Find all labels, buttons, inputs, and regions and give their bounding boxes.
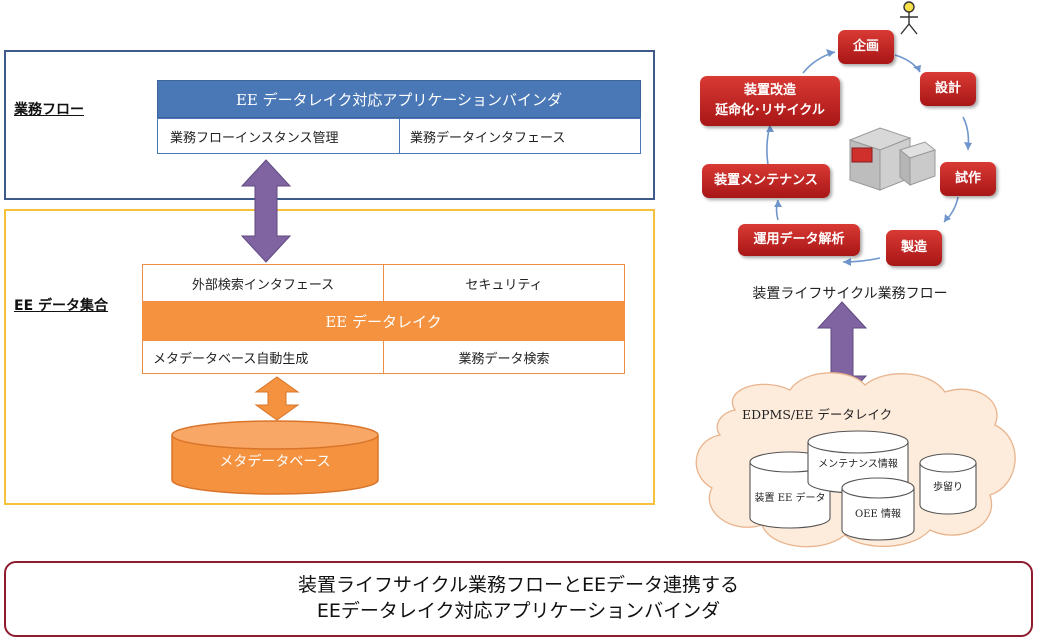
lake-metadb-double-arrow bbox=[254, 376, 300, 421]
yield-label: 歩留り bbox=[933, 482, 963, 493]
binder-cell-business-data-interface: 業務データインタフェース bbox=[399, 118, 641, 154]
cloud-title: EDPMS/EE データレイク bbox=[742, 407, 893, 422]
maintenance-info-label: メンテナンス情報 bbox=[818, 459, 898, 470]
footer-line-2: EEデータレイク対応アプリケーションバインダ bbox=[316, 600, 721, 622]
user-icon bbox=[900, 1, 918, 35]
binder-cell-instance-management: 業務フローインスタンス管理 bbox=[157, 118, 400, 154]
cylinder-yield bbox=[919, 453, 977, 515]
ee-data-collection-frame bbox=[4, 209, 655, 505]
oee-info-label: OEE 情報 bbox=[855, 509, 901, 520]
lifecycle-flow-caption: 装置ライフサイクル業務フロー bbox=[752, 286, 948, 302]
renovation-line1: 装置改造 bbox=[743, 82, 796, 98]
footer-caption-box: 装置ライフサイクル業務フローとEEデータ連携する EEデータレイク対応アプリケー… bbox=[4, 561, 1033, 637]
footer-line-1: 装置ライフサイクル業務フローとEEデータ連携する bbox=[297, 574, 740, 597]
flow-node-plan: 企画 bbox=[838, 30, 894, 64]
lake-cell-metadb-autogen: メタデータベース自動生成 bbox=[142, 340, 384, 374]
equipment-icon bbox=[848, 127, 937, 191]
flow-node-prototype: 試作 bbox=[940, 162, 996, 196]
ee-data-collection-label: EE データ集合 bbox=[14, 298, 109, 314]
business-flow-label: 業務フロー bbox=[14, 102, 84, 118]
metadb-cylinder bbox=[171, 420, 379, 495]
flow-node-renovation: 装置改造 延命化･リサイクル bbox=[700, 76, 840, 126]
device-ee-data-label: 装置 EE データ bbox=[754, 493, 826, 504]
lake-cell-external-search: 外部検索インタフェース bbox=[142, 264, 384, 302]
renovation-line2: 延命化･リサイクル bbox=[715, 103, 825, 118]
flow-node-manufacture: 製造 bbox=[886, 230, 942, 266]
cylinder-maintenance-info bbox=[807, 430, 909, 494]
lake-title: EE データレイク bbox=[142, 302, 625, 340]
flow-node-data-analysis: 運用データ解析 bbox=[738, 224, 860, 256]
lake-cell-business-data-search: 業務データ検索 bbox=[383, 340, 625, 374]
lake-cell-security: セキュリティ bbox=[383, 264, 625, 302]
business-flow-frame bbox=[4, 50, 655, 200]
lifecycle-arrowheads bbox=[766, 49, 972, 266]
binder-title: EE データレイク対応アプリケーションバインダ bbox=[157, 80, 641, 118]
flow-node-maintenance: 装置メンテナンス bbox=[702, 164, 830, 198]
flow-node-design: 設計 bbox=[920, 72, 976, 106]
cylinder-oee-info bbox=[841, 477, 915, 541]
binder-lake-double-arrow bbox=[240, 159, 292, 263]
metadb-label: メタデータベース bbox=[219, 454, 331, 470]
